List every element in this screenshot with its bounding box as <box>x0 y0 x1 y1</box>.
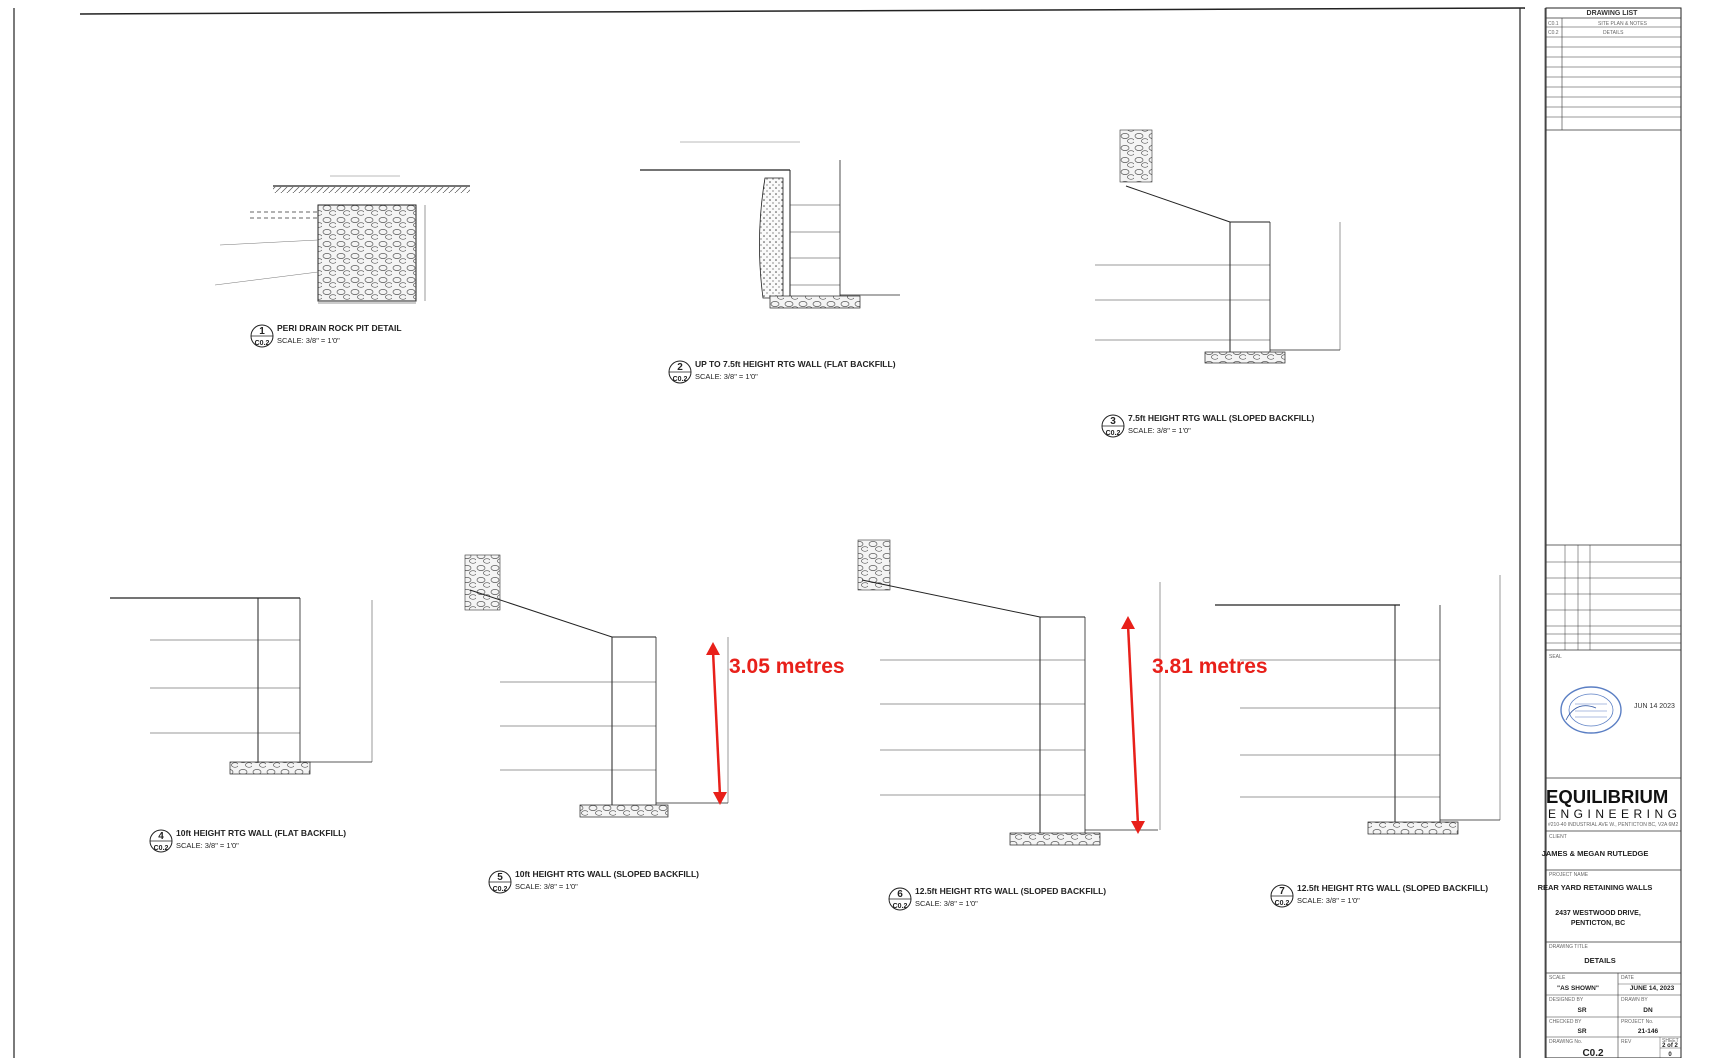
detail-3-callout: 3 C0.2 7.5ft HEIGHT RTG WALL (SLOPED BAC… <box>1101 413 1315 438</box>
seal-date: JUN 14 2023 <box>1634 703 1675 710</box>
detail-3-scale: SCALE: 3/8" = 1'0" <box>1128 426 1191 435</box>
drawing-list-row-title: DETAILS <box>1603 30 1624 36</box>
detail-3-title: 7.5ft HEIGHT RTG WALL (SLOPED BACKFILL) <box>1128 413 1315 423</box>
detail-5-drawing <box>464 554 729 818</box>
detail-2-callout: 2 C0.2 UP TO 7.5ft HEIGHT RTG WALL (FLAT… <box>668 359 896 384</box>
detail-3-sheet: C0.2 <box>1106 430 1121 437</box>
detail-1-number: 1 <box>259 326 265 337</box>
detail-6-scale: SCALE: 3/8" = 1'0" <box>915 899 978 908</box>
date-value: JUNE 14, 2023 <box>1630 985 1675 992</box>
date-label: DATE <box>1621 975 1635 981</box>
detail-7-number: 7 <box>1279 886 1285 897</box>
designed-value: SR <box>1577 1007 1586 1014</box>
detail-1-drawing <box>214 175 470 304</box>
drawing-list: DRAWING LIST C0.1 SITE PLAN & NOTES C0.2… <box>1546 10 1681 131</box>
detail-3-number: 3 <box>1110 416 1116 427</box>
detail-2-title: UP TO 7.5ft HEIGHT RTG WALL (FLAT BACKFI… <box>695 359 896 369</box>
detail-4-scale: SCALE: 3/8" = 1'0" <box>176 841 239 850</box>
drawing-list-row-no: C0.1 <box>1548 21 1559 27</box>
detail-6-number: 6 <box>897 889 903 900</box>
firm-address: #210-40 INDUSTRIAL AVE W., PENTICTON BC,… <box>1548 822 1678 828</box>
detail-5-number: 5 <box>497 872 503 883</box>
detail-4-number: 4 <box>158 831 164 842</box>
detail-5-callout: 5 C0.2 10ft HEIGHT RTG WALL (SLOPED BACK… <box>488 869 699 894</box>
info-grid: SCALE "AS SHOWN" DATE JUNE 14, 2023 DESI… <box>1546 973 1681 1059</box>
client-name: JAMES & MEGAN RUTLEDGE <box>1542 849 1649 858</box>
checked-label: CHECKED BY <box>1549 1019 1582 1025</box>
drawn-value: DN <box>1643 1007 1653 1014</box>
title-block: DRAWING LIST C0.1 SITE PLAN & NOTES C0.2… <box>1538 7 1682 1059</box>
rev-label: REV <box>1621 1039 1632 1045</box>
detail-1-callout: 1 C0.2 PERI DRAIN ROCK PIT DETAIL SCALE:… <box>250 323 402 348</box>
detail-6-title: 12.5ft HEIGHT RTG WALL (SLOPED BACKFILL) <box>915 886 1106 896</box>
sheet-value: 2 of 2 <box>1662 1043 1678 1049</box>
project-address-line1: 2437 WESTWOOD DRIVE, <box>1555 910 1641 917</box>
project-no-value: 21-146 <box>1638 1028 1659 1035</box>
drawing-title: DETAILS <box>1584 956 1616 965</box>
project-name: REAR YARD RETAINING WALLS <box>1538 883 1653 892</box>
detail-2-number: 2 <box>677 362 683 373</box>
checked-value: SR <box>1577 1028 1586 1035</box>
detail-2-drawing <box>640 141 900 309</box>
drawing-title-label: DRAWING TITLE <box>1549 944 1589 950</box>
detail-6-sheet: C0.2 <box>893 903 908 910</box>
project-label: PROJECT NAME <box>1549 872 1589 878</box>
dimension-label-left: 3.05 metres <box>729 655 845 678</box>
detail-5-sheet: C0.2 <box>493 886 508 893</box>
scale-label: SCALE <box>1549 975 1566 981</box>
detail-7-sheet: C0.2 <box>1275 900 1290 907</box>
scale-value: "AS SHOWN" <box>1557 985 1599 992</box>
detail-4-drawing <box>110 597 373 775</box>
revision-table <box>1546 544 1681 651</box>
project-address-line2: PENTICTON, BC <box>1571 920 1625 927</box>
firm-name: EQUILIBRIUM <box>1546 786 1668 807</box>
firm-block: EQUILIBRIUM ENGINEERING #210-40 INDUSTRI… <box>1538 777 1682 974</box>
designed-label: DESIGNED BY <box>1549 997 1584 1003</box>
seal-label: SEAL <box>1549 654 1562 660</box>
drawing-no-label: DRAWING No. <box>1549 1039 1582 1045</box>
drawing-list-title: DRAWING LIST <box>1587 10 1639 17</box>
detail-5-scale: SCALE: 3/8" = 1'0" <box>515 882 578 891</box>
dimension-annotation-right: 3.81 metres <box>1121 616 1268 834</box>
detail-2-scale: SCALE: 3/8" = 1'0" <box>695 372 758 381</box>
rev-value: 0 <box>1668 1052 1672 1058</box>
detail-1-title: PERI DRAIN ROCK PIT DETAIL <box>277 323 402 333</box>
sheet-border <box>13 7 1546 1058</box>
detail-4-title: 10ft HEIGHT RTG WALL (FLAT BACKFILL) <box>176 828 346 838</box>
drawing-list-row-title: SITE PLAN & NOTES <box>1598 21 1648 27</box>
project-no-label: PROJECT No. <box>1621 1019 1653 1025</box>
detail-3-drawing <box>1095 129 1341 364</box>
sheet-label: SHEET <box>1662 1038 1679 1044</box>
detail-6-callout: 6 C0.2 12.5ft HEIGHT RTG WALL (SLOPED BA… <box>888 886 1106 911</box>
detail-2-sheet: C0.2 <box>673 376 688 383</box>
drawing-list-row-no: C0.2 <box>1548 30 1559 36</box>
detail-4-callout: 4 C0.2 10ft HEIGHT RTG WALL (FLAT BACKFI… <box>149 828 346 853</box>
detail-5-title: 10ft HEIGHT RTG WALL (SLOPED BACKFILL) <box>515 869 699 879</box>
client-label: CLIENT <box>1549 834 1567 840</box>
drawing-no-value: C0.2 <box>1582 1048 1604 1058</box>
detail-6-drawing <box>857 539 1161 846</box>
dimension-annotation-left: 3.05 metres <box>706 642 845 805</box>
detail-4-sheet: C0.2 <box>154 845 169 852</box>
firm-name-line2: ENGINEERING <box>1548 807 1682 821</box>
detail-1-scale: SCALE: 3/8" = 1'0" <box>277 336 340 345</box>
detail-7-callout: 7 C0.2 12.5ft HEIGHT RTG WALL (SLOPED BA… <box>1270 883 1488 908</box>
detail-7-drawing <box>1215 575 1501 835</box>
detail-7-scale: SCALE: 3/8" = 1'0" <box>1297 896 1360 905</box>
detail-1-sheet: C0.2 <box>255 340 270 347</box>
engineer-seal: SEAL JUN 14 2023 <box>1549 654 1675 734</box>
detail-7-title: 12.5ft HEIGHT RTG WALL (SLOPED BACKFILL) <box>1297 883 1488 893</box>
dimension-label-right: 3.81 metres <box>1152 655 1268 678</box>
drawn-label: DRAWN BY <box>1621 997 1648 1003</box>
